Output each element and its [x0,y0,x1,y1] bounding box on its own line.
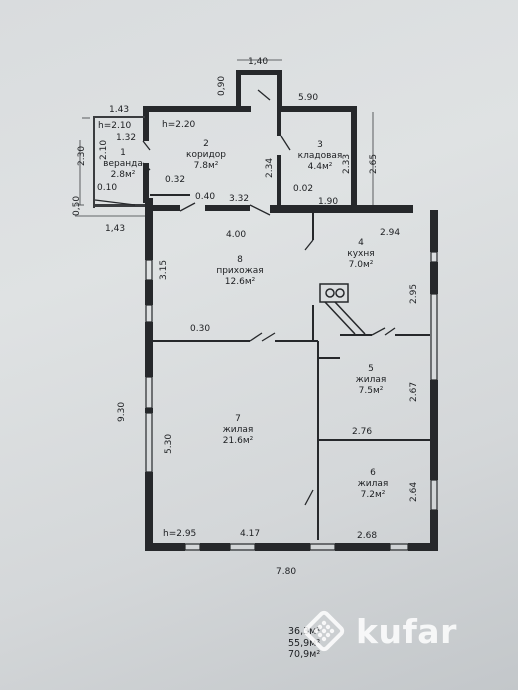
dimension-lines [75,59,374,217]
room-area: 4.4м² [307,162,333,172]
room-area: 7.8м² [193,161,219,171]
dimension-label: 4.17 [240,529,261,539]
dimension-label: 0.32 [165,175,186,185]
dimension-label: 2.94 [380,228,401,238]
door-swings [94,89,396,506]
dimension-label: 1.90 [318,197,339,207]
dimension-label: 3.15 [159,259,169,280]
dimension-label: 1.32 [116,133,137,143]
room-living-5: 5 жилая 7.5м² [346,364,396,397]
room-living-7: 7 жилая 21.6м² [210,414,266,447]
room-name: жилая [355,375,387,385]
room-area: 12.6м² [224,277,256,287]
dimension-label: 2.30 [77,145,87,166]
room-name: кладовая [297,151,343,161]
dimension-label: 2.68 [357,531,378,541]
room-name: жилая [357,479,389,489]
dimension-label: 4.00 [226,230,247,240]
room-number: 2 [203,139,209,149]
room-area: 7.5м² [358,386,384,396]
dimension-label: 0.02 [293,184,314,194]
room-name: жилая [222,425,254,435]
room-hallway: 8 прихожая 12.6м² [210,255,270,288]
dimension-label: 0,90 [217,75,227,96]
height-label: h=2.10 [98,121,132,131]
dimension-label: 1,43 [105,224,126,234]
watermark-text: kufar [356,611,457,651]
dimension-label: 5.90 [298,93,319,103]
interior-walls [150,194,430,540]
dimension-label: 2.95 [409,283,419,304]
room-name: прихожая [216,266,264,276]
dimension-label: 1.43 [109,105,130,115]
dimension-label: 2.67 [409,381,419,402]
dimension-label: 1,40 [248,57,269,67]
room-name: коридор [186,150,226,160]
room-corridor: 2 коридор 7.8м² [176,139,236,172]
room-number: 1 [120,148,126,158]
dimension-label: 2.34 [265,157,275,178]
room-living-6: 6 жилая 7.2м² [348,468,398,501]
dimension-label: 3.32 [229,194,250,204]
room-veranda: 1 веранда 2.8м² [96,148,150,181]
kufar-watermark: kufar [300,607,457,655]
room-number: 6 [370,468,376,478]
room-number: 7 [235,414,241,424]
window-frames [145,251,438,551]
kufar-logo-icon [303,610,345,652]
dimension-label: 0.40 [195,192,216,202]
room-number: 4 [358,238,364,248]
room-number: 3 [317,140,323,150]
dimension-label: 5.30 [164,433,174,454]
room-area: 7.2м² [360,490,386,500]
dimension-label: 0,50 [72,195,82,216]
room-kitchen: 4 кухня 7.0м² [336,238,386,271]
room-area: 2.8м² [110,170,136,180]
room-number: 5 [368,364,374,374]
height-label: h=2.95 [163,529,197,539]
room-number: 8 [237,255,243,265]
room-area: 21.6м² [222,436,254,446]
room-storage: 3 кладовая 4.4м² [290,140,350,173]
dimension-label: 0.10 [97,183,118,193]
room-name: кухня [347,249,375,259]
stove-icon [319,283,366,335]
exterior-walls [93,70,438,551]
height-label: h=2.20 [162,120,196,130]
dimension-label: 7.80 [276,567,297,577]
room-name: веранда [103,159,143,169]
total-area-value: 55,9м² [288,637,321,649]
dimension-label: 2.64 [409,481,419,502]
dimension-label: 2.65 [369,153,379,174]
room-area: 7.0м² [348,260,374,270]
dimension-label: 9.30 [117,401,127,422]
dimension-label: 2.76 [352,427,373,437]
dimension-label: 0.30 [190,324,211,334]
total-area-value: 70,9м² [288,649,321,660]
